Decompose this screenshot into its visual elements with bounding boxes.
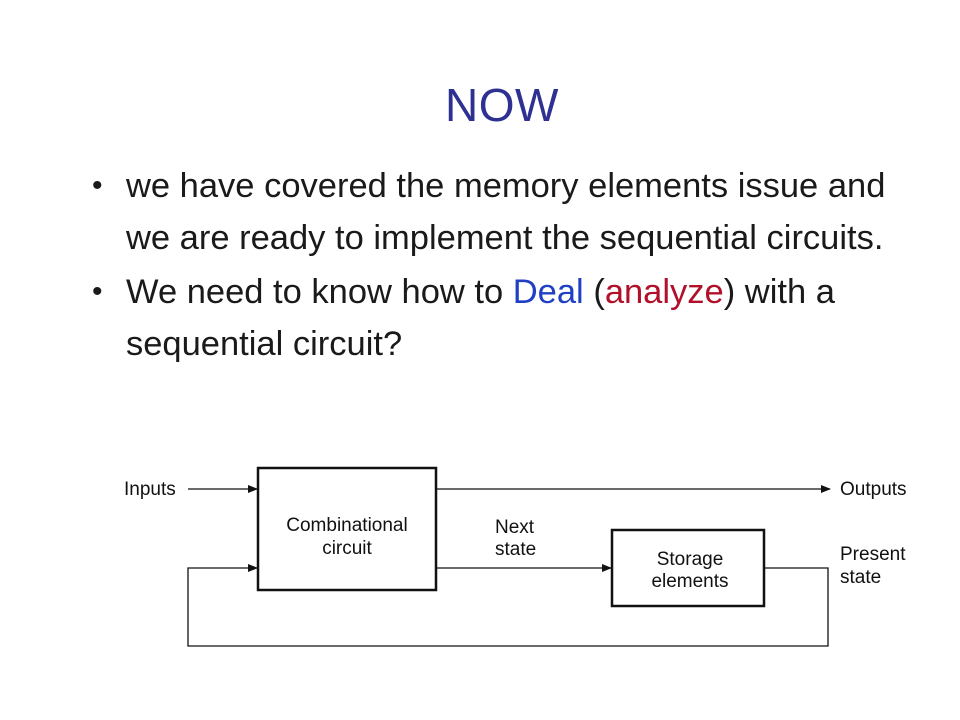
inputs-label: Inputs: [124, 479, 176, 500]
bullet-text-1: we have covered the memory elements issu…: [126, 167, 886, 257]
storage-label-line1: Storage: [657, 549, 724, 570]
slide-title: NOW: [445, 79, 559, 131]
outputs-label: Outputs: [840, 479, 907, 500]
highlight-deal: Deal: [512, 273, 584, 311]
present-state-label-line2: state: [840, 567, 881, 588]
combinational-label-line2: circuit: [322, 538, 372, 559]
sequential-circuit-diagram: Combinational circuit Storage elements I…: [124, 466, 907, 647]
next-state-label-line2: state: [495, 539, 536, 560]
combinational-label-line1: Combinational: [286, 515, 407, 536]
present-state-label-line1: Present: [840, 544, 906, 565]
highlight-analyze: analyze: [604, 273, 724, 311]
present-state-feedback-line: [187, 564, 829, 647]
bullet-text-2-suffix: ) with a sequential circuit?: [126, 273, 835, 363]
bullet-dot-icon: •: [92, 275, 103, 308]
bullet-dot-icon: •: [92, 169, 103, 202]
bullet-item-1: • we have covered the memory elements is…: [92, 160, 912, 264]
bullet-text-2-prefix: We need to know how to: [126, 273, 513, 311]
next-state-label-line1: Next: [495, 517, 535, 538]
storage-label-line2: elements: [651, 571, 728, 592]
combinational-circuit-box: [256, 466, 438, 592]
bullet-item-2: • We need to know how to Deal (analyze) …: [92, 266, 912, 370]
bullet-list: • we have covered the memory elements is…: [92, 160, 912, 372]
bullet-text-2-middle: (: [583, 273, 605, 311]
